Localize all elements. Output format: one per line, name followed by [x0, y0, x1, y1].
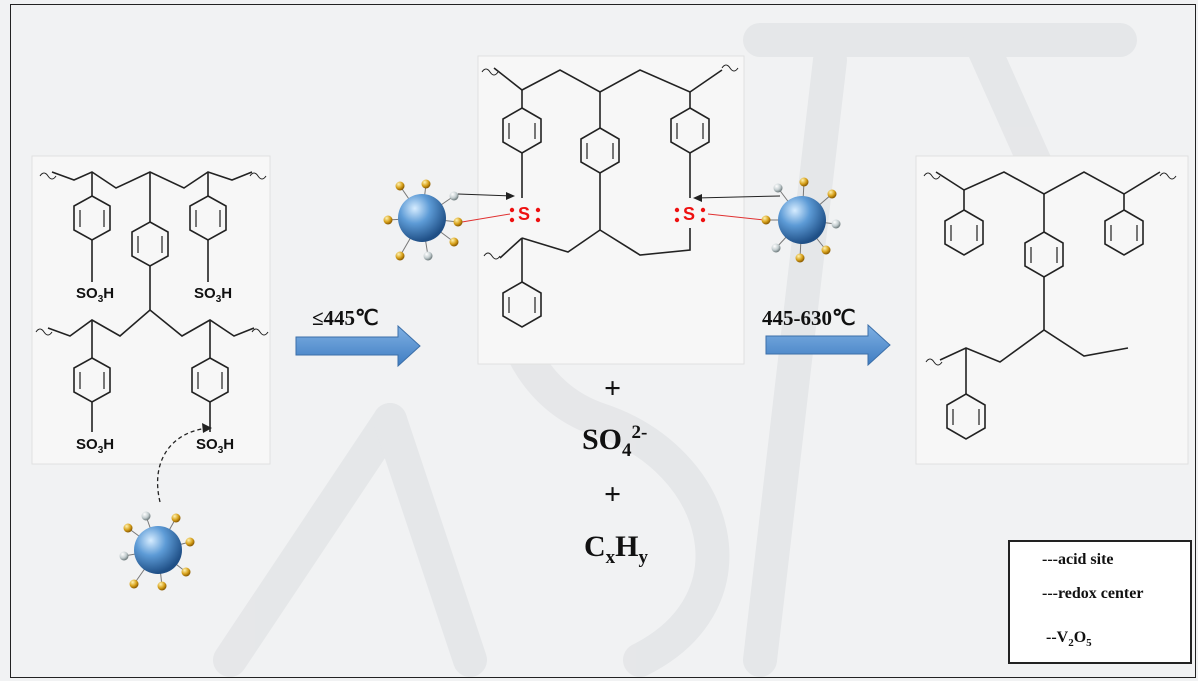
sulfur-lone-pairs — [509, 207, 706, 223]
sulfonic-group-label: SO3H — [196, 436, 235, 456]
sulfonated-polymer — [35, 171, 269, 503]
legend-acid-site: ---acid site — [1042, 551, 1114, 568]
interaction-lines — [457, 192, 781, 223]
sulfonic-group-label: SO3H — [76, 436, 115, 456]
block-arrow-icon — [295, 324, 421, 368]
v2o5-sphere-icon — [761, 177, 841, 263]
legend: ---acid site ---redox center --V2O5 — [1008, 540, 1192, 664]
sulfur-atom-label: S — [518, 204, 531, 224]
sulfonic-group-label: SO3H — [76, 285, 115, 305]
step1-condition: ≤445℃ — [312, 306, 379, 330]
desulfonated-polymer — [923, 171, 1177, 440]
sulfide-polymer — [481, 64, 739, 328]
step2-condition: 445-630℃ — [762, 306, 856, 330]
v2o5-sphere-icon — [383, 179, 463, 261]
hydrocarbon-label: CxHy — [584, 530, 649, 568]
block-arrow-icon — [765, 323, 891, 367]
v2o5-sphere-icon — [119, 511, 195, 591]
plus-sign: + — [604, 372, 622, 405]
figure-frame — [10, 4, 1196, 678]
sulfonic-group-label: SO3H — [194, 285, 233, 305]
plus-sign: + — [604, 478, 622, 511]
sulfate-label: SO42- — [582, 422, 648, 461]
legend-redox-center: ---redox center — [1042, 585, 1144, 602]
legend-catalyst: --V2O5 — [1046, 629, 1092, 650]
sulfur-atom-label: S — [683, 204, 696, 224]
